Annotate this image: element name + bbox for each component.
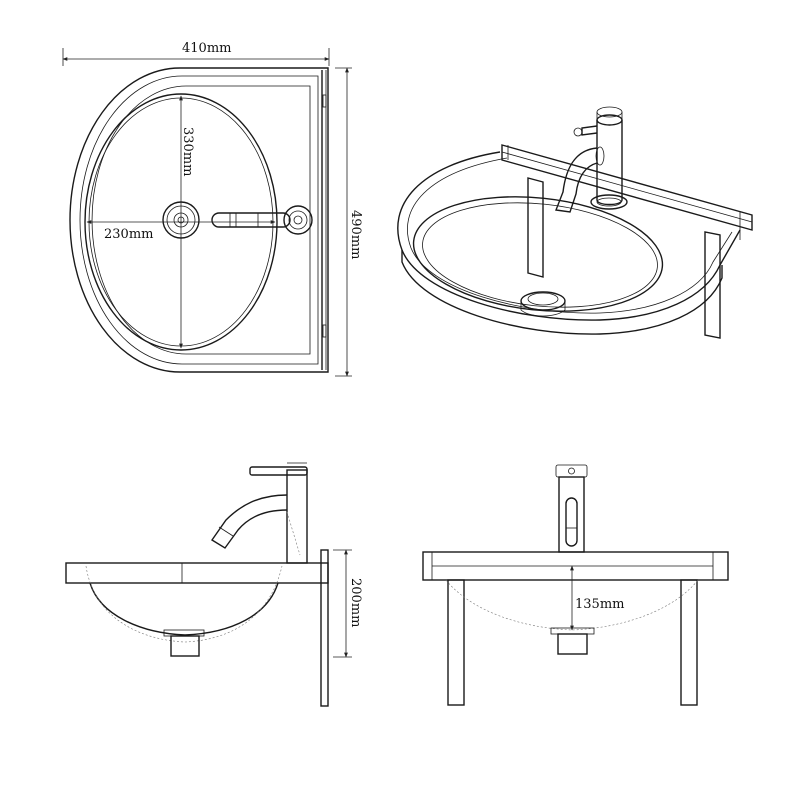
top-view <box>62 48 352 377</box>
width-label: 410mm <box>182 41 231 56</box>
bowl-length-label: 330mm <box>180 127 195 176</box>
isometric-view <box>397 106 753 339</box>
front-view <box>422 464 729 706</box>
depth-label: 490mm <box>348 210 363 259</box>
bowl-width-label: 230mm <box>104 227 153 242</box>
height-label: 200mm <box>348 578 363 627</box>
side-view <box>65 462 352 707</box>
bowl-depth-label: 135mm <box>575 597 624 612</box>
